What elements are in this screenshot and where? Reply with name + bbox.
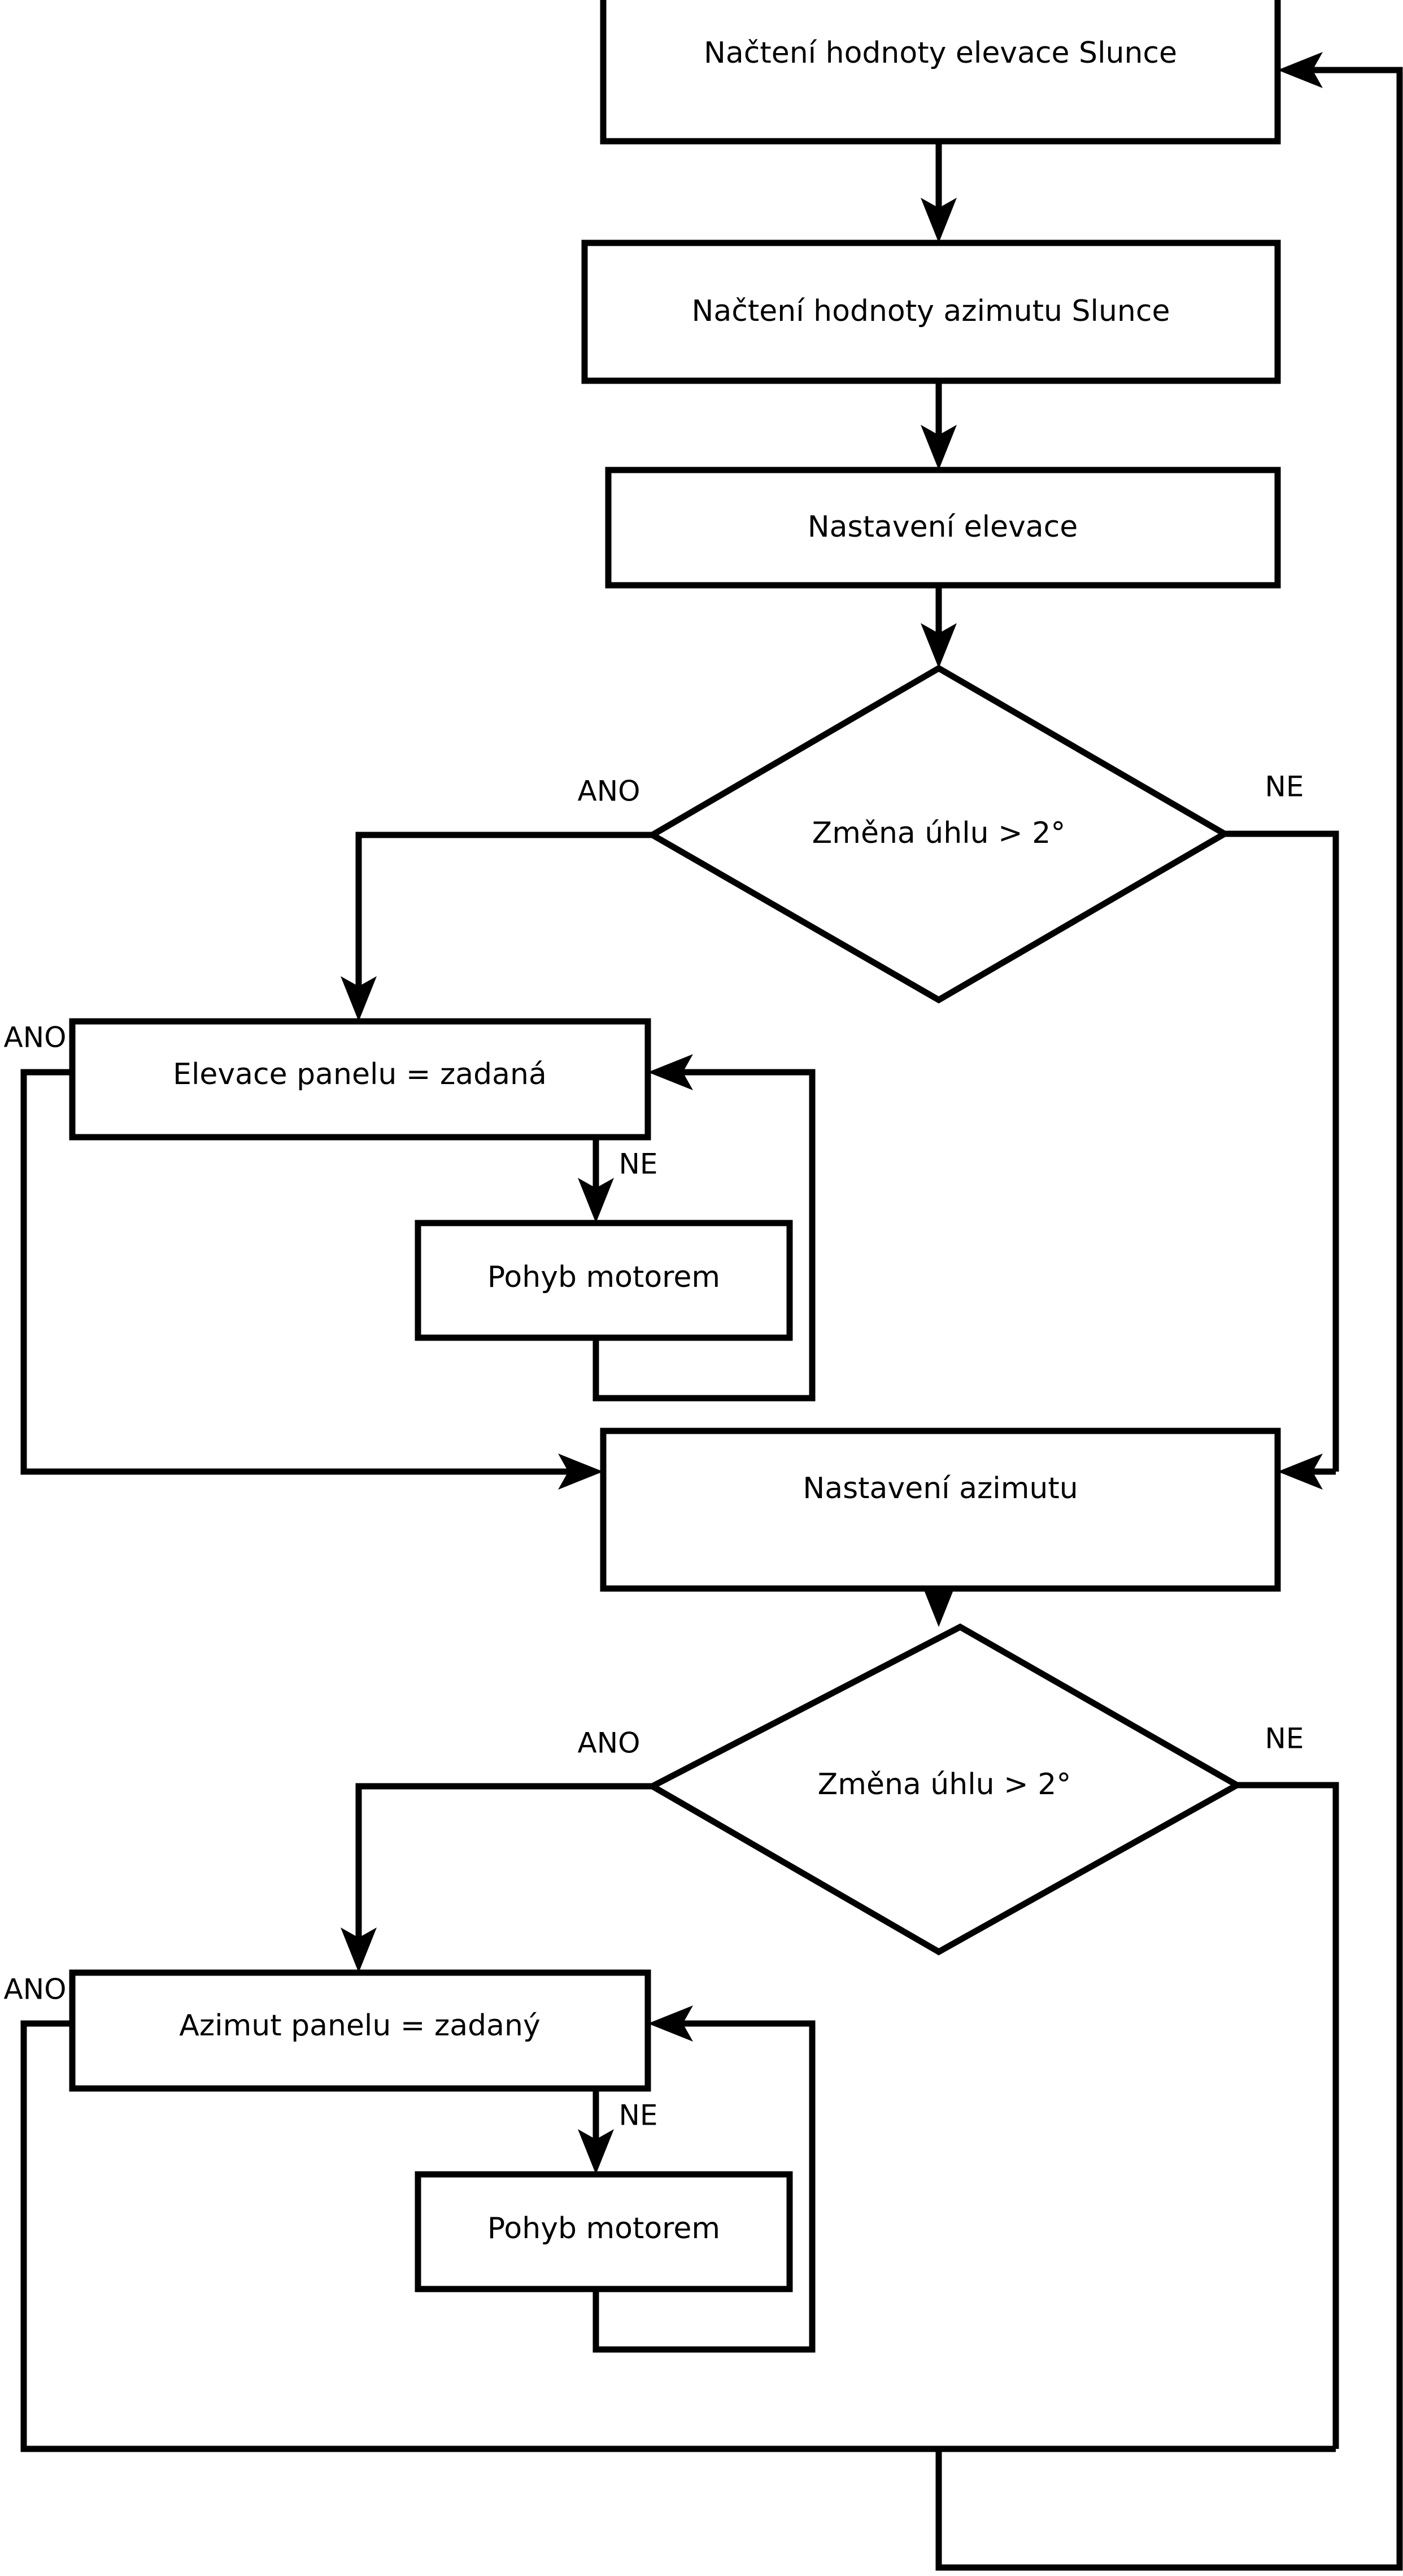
node-motor-move-azimuth-label: Pohyb motorem bbox=[487, 2212, 720, 2246]
node-set-azimuth[interactable]: Nastavení azimutu bbox=[600, 1428, 1281, 1592]
edge-motor-elevation-loop-back bbox=[592, 1054, 816, 1402]
node-set-azimuth-shape[interactable] bbox=[600, 1428, 1281, 1592]
node-read-azimuth[interactable]: Načtení hodnoty azimutu Slunce bbox=[581, 240, 1281, 384]
node-read-elevation-label: Načtení hodnoty elevace Slunce bbox=[704, 36, 1177, 70]
node-motor-move-azimuth[interactable]: Pohyb motorem bbox=[415, 2171, 793, 2292]
node-set-elevation-label: Nastavení elevace bbox=[808, 510, 1078, 544]
edge-label-decision-azimuth-yes: ANO bbox=[578, 1727, 640, 1760]
node-panel-elevation-set-label: Elevace panelu = zadaná bbox=[173, 1058, 547, 1091]
edge-label-decision-elevation-yes: ANO bbox=[578, 775, 640, 808]
node-panel-azimuth-set-shape[interactable] bbox=[69, 1969, 651, 2092]
node-read-azimuth-label: Načtení hodnoty azimutu Slunce bbox=[692, 294, 1170, 328]
node-set-azimuth-label: Nastavení azimutu bbox=[803, 1472, 1078, 1505]
edge-label-decision-elevation-no: NE bbox=[1265, 771, 1304, 803]
edge-label-panel-azimuth-no: NE bbox=[619, 2099, 658, 2132]
edge-panel-azimuth-yes bbox=[20, 2020, 1336, 2452]
edge-decision-elevation-no bbox=[1225, 830, 1339, 1490]
node-set-elevation-shape[interactable] bbox=[605, 467, 1281, 589]
node-read-azimuth-shape[interactable] bbox=[581, 240, 1281, 384]
edge-panel-azimuth-no bbox=[578, 2088, 614, 2174]
node-motor-move-azimuth-shape[interactable] bbox=[415, 2171, 793, 2292]
node-decision-elevation-shape[interactable] bbox=[646, 664, 1231, 1004]
node-decision-elevation[interactable]: Změna úhlu > 2° bbox=[646, 664, 1231, 1004]
edge-panel-elevation-yes bbox=[20, 1069, 603, 1490]
edge-read-elevation-to-read-azimuth bbox=[921, 141, 957, 243]
node-decision-elevation-label: Změna úhlu > 2° bbox=[812, 816, 1066, 850]
edge-label-panel-elevation-yes: ANO bbox=[4, 1021, 67, 1054]
node-decision-azimuth[interactable]: Změna úhlu > 2° bbox=[646, 1623, 1244, 1956]
edge-read-azimuth-to-set-elevation bbox=[921, 381, 957, 470]
edge-label-panel-azimuth-yes: ANO bbox=[4, 1973, 67, 2006]
node-panel-azimuth-set[interactable]: Azimut panelu = zadaný bbox=[69, 1969, 651, 2092]
node-read-elevation[interactable]: Načtení hodnoty elevace Slunce bbox=[600, 0, 1281, 145]
edge-decision-elevation-yes bbox=[341, 832, 652, 1021]
edge-label-decision-azimuth-no: NE bbox=[1265, 1722, 1304, 1755]
edge-motor-azimuth-loop-back bbox=[592, 2005, 816, 2353]
node-decision-azimuth-shape[interactable] bbox=[646, 1623, 1244, 1956]
node-decision-azimuth-label: Změna úhlu > 2° bbox=[818, 1768, 1071, 1802]
edge-label-panel-elevation-no: NE bbox=[619, 1148, 658, 1181]
edge-decision-azimuth-no bbox=[1237, 1782, 1339, 2449]
edge-set-elevation-to-decision-elevation bbox=[921, 585, 957, 668]
edge-decision-azimuth-yes bbox=[341, 1783, 652, 1973]
edge-panel-elevation-no bbox=[578, 1137, 614, 1223]
node-motor-move-elevation-label: Pohyb motorem bbox=[487, 1260, 720, 1294]
node-panel-elevation-set[interactable]: Elevace panelu = zadaná bbox=[69, 1018, 651, 1141]
node-set-elevation[interactable]: Nastavení elevace bbox=[605, 467, 1281, 589]
node-motor-move-elevation[interactable]: Pohyb motorem bbox=[415, 1220, 793, 1341]
edge-global-return-loop bbox=[935, 52, 1403, 2571]
node-motor-move-elevation-shape[interactable] bbox=[415, 1220, 793, 1341]
node-panel-azimuth-set-label: Azimut panelu = zadaný bbox=[179, 2009, 540, 2043]
node-panel-elevation-set-shape[interactable] bbox=[69, 1018, 651, 1141]
node-read-elevation-shape[interactable] bbox=[600, 0, 1281, 145]
